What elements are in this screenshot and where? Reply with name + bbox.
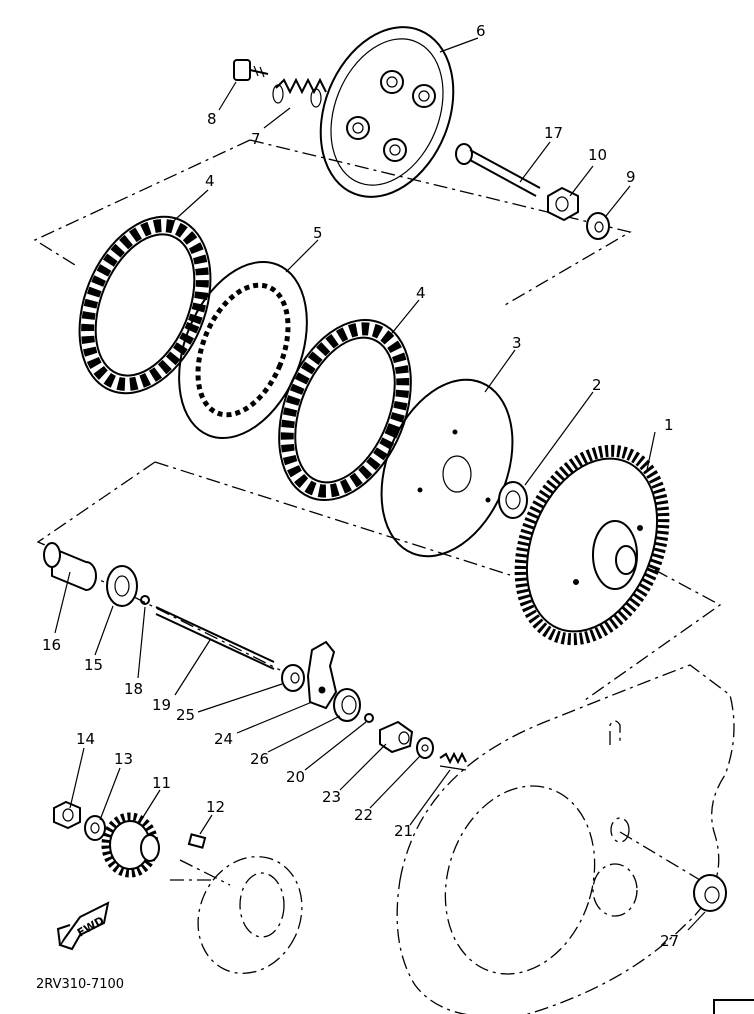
callout-17: 17 — [544, 124, 563, 142]
callout-12: 12 — [206, 798, 225, 816]
gear-nut — [53, 800, 81, 830]
callout-labels: 1 2 3 4 5 4 6 7 8 17 10 9 16 15 18 19 25… — [42, 22, 679, 950]
lock-nut — [416, 737, 434, 759]
callout-10: 10 — [588, 146, 607, 164]
small-ball — [364, 713, 374, 723]
callout-4-upper: 4 — [205, 172, 215, 190]
callout-20: 20 — [286, 768, 305, 786]
thrust-washer — [498, 481, 528, 519]
push-rod-cap — [281, 664, 305, 692]
callout-15: 15 — [84, 656, 103, 674]
callout-4-lower: 4 — [416, 284, 426, 302]
clutch-nut — [547, 186, 579, 222]
callout-13: 13 — [114, 750, 133, 768]
callout-6: 6 — [476, 22, 486, 40]
callout-7: 7 — [251, 130, 261, 148]
plain-washer — [106, 565, 138, 607]
push-screw — [379, 720, 414, 754]
adjusting-screw — [439, 751, 467, 771]
callout-16: 16 — [42, 636, 61, 654]
forward-arrow-icon: FWD — [56, 901, 110, 951]
friction-plate-lower — [278, 318, 412, 502]
callout-1: 1 — [664, 416, 674, 434]
corner-frame-fragment — [713, 999, 754, 1014]
callout-19: 19 — [152, 696, 171, 714]
push-lever — [306, 640, 338, 710]
callout-18: 18 — [124, 680, 143, 698]
lock-washer — [586, 212, 610, 240]
leader-lines — [54, 37, 706, 931]
straight-key — [187, 833, 207, 849]
push-rod-long — [155, 606, 275, 670]
clutch-spring — [272, 77, 327, 108]
upper-assembly-bracket — [33, 139, 632, 306]
oil-seal — [333, 688, 361, 722]
callout-11: 11 — [152, 774, 171, 792]
clutch-spring-bolt — [233, 59, 269, 81]
steel-ball — [140, 595, 150, 605]
callout-21: 21 — [394, 822, 413, 840]
callout-25: 25 — [176, 706, 195, 724]
kick-collar — [43, 542, 97, 592]
callout-8: 8 — [207, 110, 217, 128]
primary-drive-gear — [101, 812, 160, 878]
callout-23: 23 — [322, 788, 341, 806]
callout-27: 27 — [660, 932, 679, 950]
callout-22: 22 — [354, 806, 373, 824]
callout-2: 2 — [592, 376, 602, 394]
callout-9: 9 — [626, 168, 636, 186]
gear-washer — [84, 815, 106, 841]
clutch-boss — [380, 378, 514, 558]
callout-26: 26 — [250, 750, 269, 768]
cover-oil-seal — [693, 874, 727, 912]
push-rod — [455, 143, 541, 197]
friction-plate-upper — [78, 215, 212, 395]
shaft-centerline — [59, 559, 701, 886]
crankshaft-phantom — [170, 856, 303, 974]
callout-24: 24 — [214, 730, 233, 748]
primary-driven-gear — [514, 444, 670, 646]
callout-3: 3 — [512, 334, 522, 352]
callout-5: 5 — [313, 224, 323, 242]
lower-assembly-bracket — [36, 461, 722, 701]
callout-14: 14 — [76, 730, 95, 748]
diagram-code: 2RV310-7100 — [36, 977, 124, 992]
crankcase-cover-phantom — [396, 664, 735, 1014]
pressure-plate — [319, 26, 455, 198]
clutch-plate — [178, 260, 308, 440]
